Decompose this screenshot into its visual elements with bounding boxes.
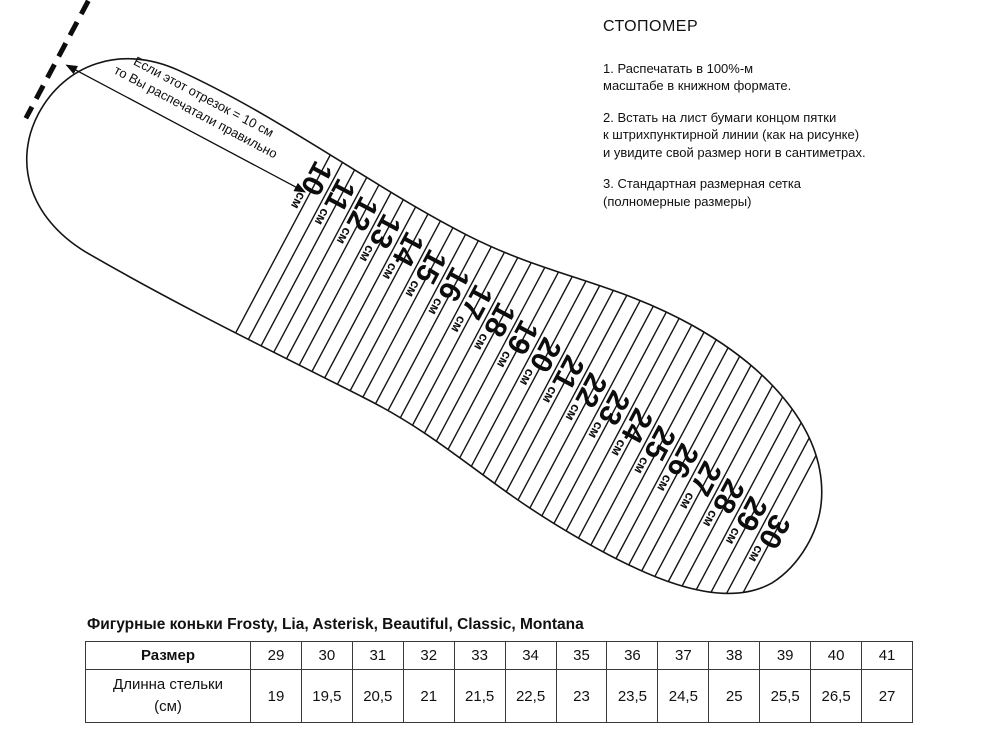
ruler-tick-line — [284, 160, 409, 393]
ruler-tick-line — [473, 260, 598, 493]
page-title: СТОПОМЕР — [603, 18, 699, 35]
ruler-tick-line — [498, 273, 623, 506]
insole-length-cell: 23,5 — [606, 669, 659, 723]
ruler-tick-line — [523, 287, 648, 520]
ruler-tick-line — [586, 320, 711, 553]
ruler-tick-line — [485, 267, 610, 500]
size-cell: 41 — [861, 641, 913, 670]
ruler-tick-line — [611, 334, 736, 567]
ruler-tick-line — [372, 207, 497, 440]
ruler-tick-line — [397, 220, 522, 453]
ruler-tick-line — [234, 133, 359, 366]
ruler-tick-line — [422, 233, 547, 466]
size-cell: 32 — [402, 641, 455, 670]
ruler-tick-line — [246, 140, 371, 373]
ruler-tick-line — [535, 294, 661, 527]
insole-length-cell: 23 — [555, 669, 608, 723]
insole-length-cell: 26,5 — [810, 669, 863, 723]
ruler-tick-line — [384, 213, 510, 446]
calibration-arrow — [65, 64, 306, 193]
size-row-label: Размер — [85, 641, 251, 670]
size-table-title: Фигурные коньки Frosty, Lia, Asterisk, B… — [87, 616, 584, 633]
ruler-tick-line — [410, 227, 535, 460]
insole-row-label-line2: (см) — [154, 698, 182, 715]
instruction-step-2: 2. Встать на лист бумаги концом пятки к … — [603, 109, 866, 160]
insole-length-cell: 20,5 — [351, 669, 404, 723]
insole-length-cell: 25 — [708, 669, 761, 723]
ruler-tick-line — [661, 360, 787, 593]
size-cell: 40 — [810, 641, 863, 670]
insole-row-label: Длинна стельки (см) — [85, 669, 251, 723]
ruler-tick-line — [636, 347, 761, 580]
instruction-step-1: 1. Распечатать в 100%-м масштабе в книжн… — [603, 60, 792, 94]
ruler-tick-line — [296, 166, 422, 399]
ruler-tick-line — [259, 146, 384, 379]
size-cell: 34 — [504, 641, 557, 670]
ruler-tick-line — [561, 307, 686, 540]
instructions-panel: СТОПОМЕР 1. Распечатать в 100%-м масштаб… — [603, 16, 978, 224]
ruler-tick-line — [510, 280, 636, 513]
size-cell: 38 — [708, 641, 761, 670]
insole-length-cell: 25,5 — [759, 669, 812, 723]
ruler-tick-line — [548, 300, 673, 533]
ruler-tick-line — [435, 240, 560, 473]
ruler-tick-line — [674, 367, 799, 600]
size-cell: 33 — [453, 641, 506, 670]
ruler-tick-line — [649, 354, 774, 587]
insole-row-label-line1: Длинна стельки — [113, 675, 223, 693]
ruler-tick-line — [221, 126, 346, 359]
insole-length-cell: 19 — [250, 669, 302, 723]
ruler-tick-line — [271, 153, 396, 386]
size-cell: 35 — [555, 641, 608, 670]
ruler-tick-line — [624, 340, 749, 573]
ruler-tick-line — [686, 374, 812, 607]
ruler-tick-line — [347, 193, 472, 426]
ruler-tick-line — [309, 173, 434, 406]
size-cell: 36 — [606, 641, 659, 670]
ruler-tick-line — [334, 187, 459, 420]
ruler-tick-line — [573, 314, 698, 547]
ruler-tick-line — [322, 180, 447, 413]
size-cell: 37 — [657, 641, 710, 670]
insole-length-cell: 27 — [861, 669, 913, 723]
ruler-ticks — [221, 126, 849, 615]
size-cell: 31 — [351, 641, 404, 670]
insole-length-cell: 21,5 — [453, 669, 506, 723]
ruler-tick-line — [359, 200, 485, 433]
size-cell: 29 — [250, 641, 302, 670]
heel-dashed-line — [23, 0, 91, 120]
insole-length-cell: 21 — [402, 669, 455, 723]
size-table-section: Фигурные коньки Frosty, Lia, Asterisk, B… — [85, 616, 915, 723]
insole-length-cell: 19,5 — [300, 669, 353, 723]
ruler-tick-line — [447, 247, 573, 480]
ruler-tick-line — [598, 327, 724, 560]
size-cell: 39 — [759, 641, 812, 670]
insole-length-cell: 24,5 — [657, 669, 710, 723]
ruler-tick-line — [460, 253, 585, 486]
instruction-step-3: 3. Стандартная размерная сетка (полномер… — [603, 176, 802, 209]
insole-length-cell: 22,5 — [504, 669, 557, 723]
size-cell: 30 — [300, 641, 353, 670]
